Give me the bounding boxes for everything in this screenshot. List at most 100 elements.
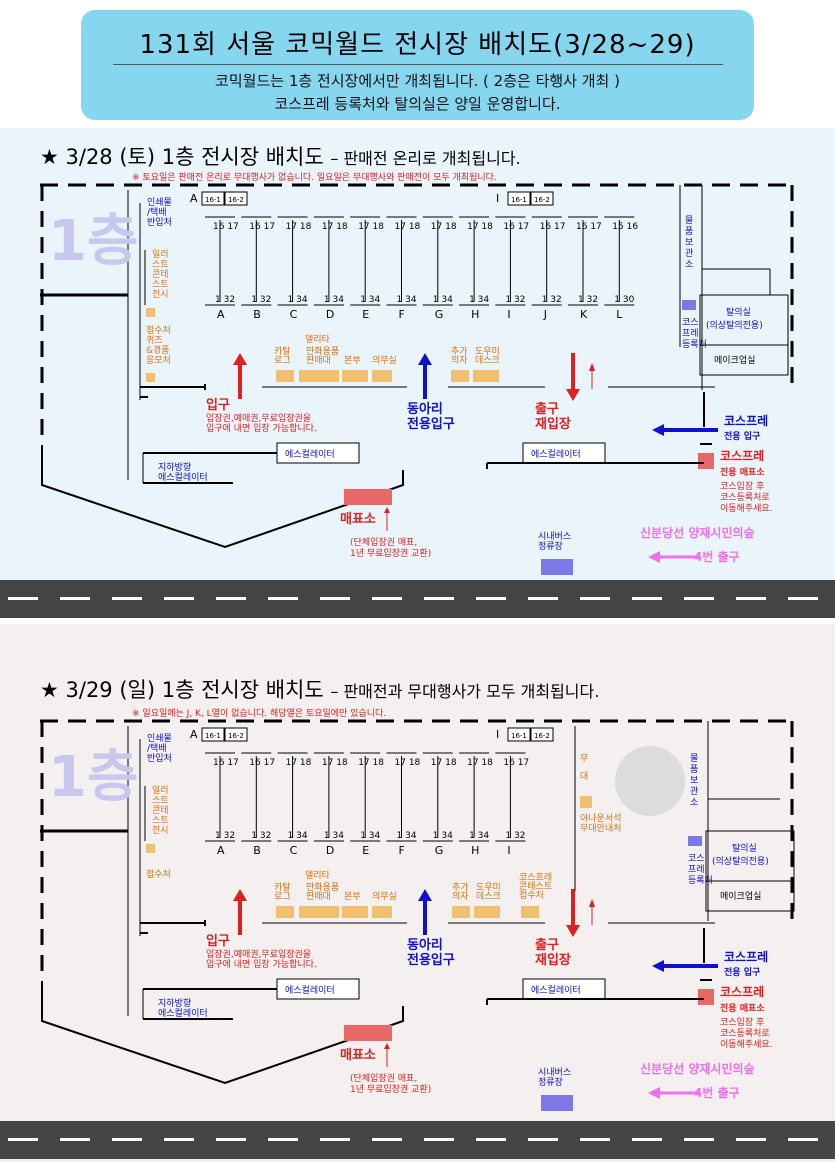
cos-reception-label: 코스프레: [519, 872, 552, 883]
illust-contest-label: 스트: [152, 795, 169, 806]
row-label-C: C: [290, 844, 298, 857]
medical-label: 의무실: [372, 355, 397, 366]
makeup-label: 메이크업실: [720, 891, 761, 902]
road-dash: [632, 1138, 662, 1141]
booth-marker: [146, 844, 155, 853]
storage-label: 품: [685, 226, 693, 237]
print-delivery-label: 인쇄물: [147, 197, 172, 208]
row-bottom-numbers: 1 32: [251, 831, 271, 841]
announcer-label: 무대안내처: [580, 822, 621, 834]
escalator-label: 에스컬레이터: [285, 985, 335, 996]
row-label-F: F: [399, 844, 405, 857]
center-booth: [342, 906, 368, 918]
stage-circle: [615, 746, 685, 816]
road-dash: [424, 1138, 454, 1141]
exit-label: 출구: [535, 401, 559, 417]
outer-v-wall: [41, 981, 404, 1085]
manhwa-label: 판매대: [306, 891, 331, 902]
catalog-label: 카탈: [274, 346, 291, 357]
row-bottom-numbers: 1 34: [324, 831, 344, 841]
day2-note: ※ 일요일에는 J, K, L열이 없습니다. 해당열은 토요일에만 있습니다.: [132, 709, 387, 719]
subway-label: 신분당선 양재시민의숲: [640, 525, 755, 540]
cos-reg-label: 등록처: [682, 338, 707, 350]
deliter-label: 델리타: [305, 869, 331, 881]
header-note-1: 코믹월드는 1층 전시장에서만 개최됩니다. ( 2층은 타행사 개최 ): [215, 72, 620, 90]
booth-box: [507, 727, 531, 742]
exit-arrow-head: [566, 925, 580, 937]
ticket-note: (단체입장권 매표,: [350, 536, 417, 548]
page-title: 131회 서울 코믹월드 전시장 배치도(3/28~29): [139, 30, 696, 60]
storage-label: 관: [690, 786, 698, 797]
ticket-booth-label: 매표소: [340, 1048, 376, 1063]
row-label-C: C: [290, 308, 298, 321]
entrance-note: 입장권,예매권,무료입장권을: [206, 948, 311, 960]
row-top-numbers: 17 18: [322, 758, 348, 768]
escalator-box: [276, 442, 360, 464]
bus-stop-marker: [541, 559, 573, 575]
cos-reg-marker: [682, 300, 696, 310]
cos-reg-label: 프레: [682, 328, 699, 339]
entrance-arrow-head: [233, 889, 247, 901]
ticket-note: (단체입장권 매표,: [350, 1072, 417, 1084]
subway-exit-label: 4번 출구: [694, 1085, 740, 1100]
entrance-note: 입구에 내면 입장 가능합니다.: [206, 422, 317, 434]
booth-box: [530, 727, 554, 742]
entrance-arrow-head: [233, 353, 247, 365]
quiz-prize-label: 접수처: [146, 324, 171, 336]
row-top-numbers: 16 17: [213, 758, 239, 768]
row-top-numbers: 17 18: [358, 222, 384, 232]
exit-label: 재입장: [535, 952, 571, 968]
under-escalator-label: 지하방향: [158, 997, 191, 1009]
row-top-numbers: 17 18: [467, 758, 493, 768]
hq-label: 본부: [344, 891, 361, 902]
announcer-label: 아나운서석: [580, 813, 621, 824]
storage-label: 소: [690, 797, 698, 808]
row-label-E: E: [362, 844, 369, 857]
road-dash: [372, 1138, 402, 1141]
row-top-numbers: 17 18: [286, 758, 312, 768]
row-top-numbers: 16 17: [576, 222, 602, 232]
row-top-numbers: 16 17: [503, 758, 529, 768]
row-bottom-numbers: 1 32: [542, 295, 562, 305]
row-label-I: I: [507, 308, 510, 321]
row-bottom-numbers: 1 32: [215, 831, 235, 841]
subway-arrow-head: [648, 1087, 660, 1099]
escalator-label: 에스컬레이터: [531, 449, 581, 460]
row-bottom-numbers: 1 34: [288, 831, 308, 841]
dressing-label: 탈의실: [726, 307, 751, 318]
ticket-note: 1년 무료입장권 교환): [350, 547, 431, 559]
row-label-J: J: [543, 308, 547, 321]
booth-box: [507, 191, 531, 206]
row-top-numbers: 17 18: [322, 222, 348, 232]
header-note-2: 코스프레 등록처와 탈의실은 양일 운영합니다.: [274, 95, 561, 113]
day2-title: ★ 3/29 (일) 1층 전시장 배치도 – 판매전과 무대행사가 모두 개최…: [40, 678, 600, 702]
dressing-sub-label: (의상탈의전용): [712, 856, 769, 867]
cos-reg-label: 프레: [688, 864, 705, 875]
road-dash: [164, 597, 194, 600]
manhwa-label: 만화용품: [306, 882, 339, 893]
row-label-F: F: [399, 308, 405, 321]
row-bottom-numbers: 1 32: [578, 295, 598, 305]
ticket-arrow-head: [384, 1043, 390, 1049]
booth-label: 16-1: [511, 732, 527, 740]
road-dash: [788, 1138, 818, 1141]
road-dash: [372, 597, 402, 600]
catalog-label: 로그: [274, 356, 291, 366]
storage-label: 품: [690, 764, 698, 775]
row-label-B: B: [253, 308, 261, 321]
bus-stop-label: 시내버스: [538, 1067, 571, 1078]
club-entrance-label: 동아리: [407, 401, 443, 417]
section-i-label: I: [496, 192, 499, 205]
bus-stop-marker: [541, 1095, 573, 1111]
cos-ticket-label-2: 전용 매표소: [720, 1002, 765, 1014]
ticket-note: 1년 무료입장권 교환): [350, 1083, 431, 1095]
cos-reception-label: 접수처: [519, 889, 544, 901]
row-label-D: D: [326, 308, 334, 321]
illust-contest-label: 전시: [152, 289, 169, 300]
cos-ticket-label: 코스프레: [720, 448, 764, 463]
center-booth: [299, 370, 339, 382]
cos-entrance-label: 코스프레: [724, 413, 768, 428]
cos-entrance-arrow-head: [652, 960, 664, 972]
road-dash: [736, 1138, 766, 1141]
